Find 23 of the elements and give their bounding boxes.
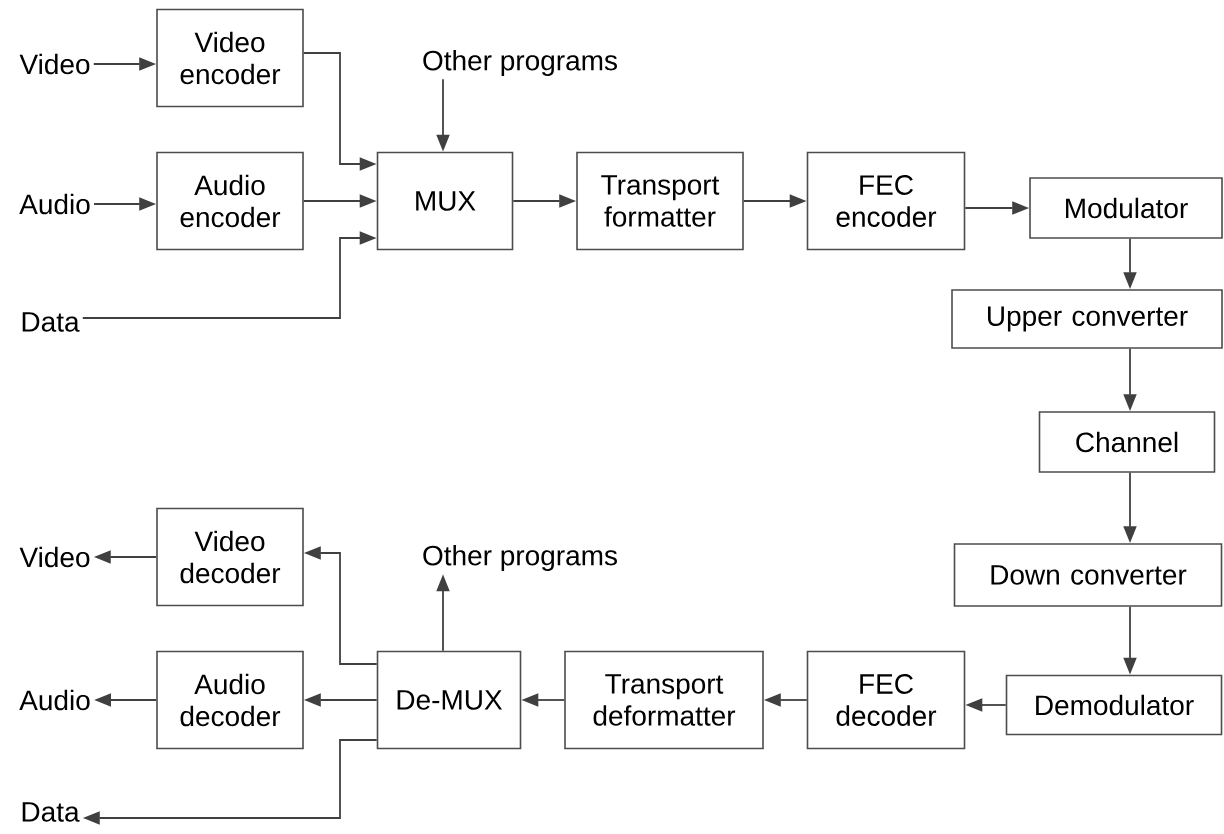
process-box: Audio encoder bbox=[156, 151, 304, 251]
signal-label: Video bbox=[19, 546, 90, 568]
process-box: Transport formatter bbox=[576, 151, 744, 251]
process-box: Video decoder bbox=[156, 507, 304, 607]
process-box: Demodulator bbox=[1005, 674, 1223, 736]
signal-label: Audio bbox=[19, 689, 90, 711]
signal-label: Video bbox=[19, 53, 90, 75]
signal-label: Audio bbox=[19, 193, 90, 215]
process-box: Video encoder bbox=[156, 8, 304, 108]
process-box: Modulator bbox=[1029, 177, 1223, 239]
process-box: Upper converter bbox=[951, 289, 1223, 349]
process-box: Down converter bbox=[953, 543, 1223, 607]
process-box: MUX bbox=[376, 151, 514, 251]
process-box: Channel bbox=[1038, 411, 1216, 473]
signal-label: Other programs bbox=[423, 544, 617, 572]
process-box: FEC encoder bbox=[806, 151, 966, 251]
signal-label: Data bbox=[22, 312, 80, 332]
process-box: FEC decoder bbox=[806, 650, 966, 750]
signal-label: Other programs bbox=[423, 49, 617, 77]
process-box: De-MUX bbox=[376, 650, 522, 750]
signal-label: Data bbox=[22, 802, 80, 822]
process-box: Transport deformatter bbox=[564, 650, 764, 750]
process-box: Audio decoder bbox=[156, 650, 304, 750]
